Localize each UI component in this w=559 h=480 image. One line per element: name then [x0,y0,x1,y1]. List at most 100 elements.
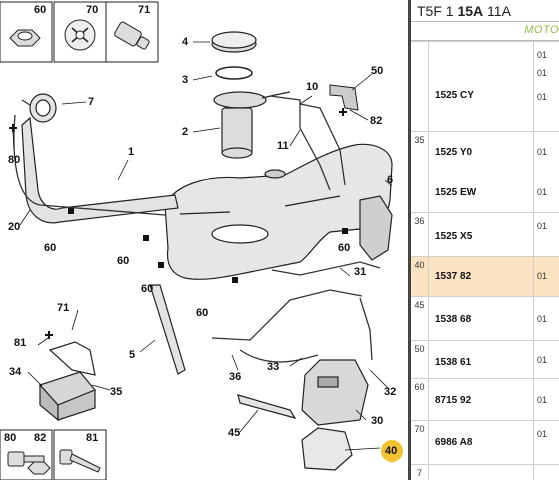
row-reference[interactable]: 6986 A8 [435,437,473,448]
subtitle-divider [411,40,559,41]
table-row[interactable]: 45 1538 68 01 [411,296,559,340]
row-qty: 01 [537,221,548,231]
strap-icon [149,284,186,375]
row-qty: 01 [537,355,548,365]
thumb-label-71: 71 [138,4,151,16]
callout-2: 2 [182,126,189,138]
column-separator [533,42,534,131]
control-module-icon [38,341,96,422]
column-separator [533,175,534,212]
thumbnail-panel-bottom [0,429,107,480]
row-reference[interactable]: 1525 Y0 [435,147,473,158]
plug-71-icon [114,21,150,50]
table-row[interactable]: 1525 CY 01 01 01 [411,41,559,131]
callout-30: 30 [371,415,384,427]
row-reference[interactable]: 1525 CY [435,90,474,101]
exploded-parts-diagram: 60 70 71 80 82 81 4 3 2 7 80 1 10 50 82 … [0,1,403,480]
callout-31: 31 [354,266,367,278]
clip-70-icon [64,19,96,51]
row-qty: 01 [537,314,548,324]
callout-3: 3 [182,74,189,86]
row-reference[interactable]: 1538 68 [435,314,472,325]
row-index [411,175,429,212]
row-qty: 01 [537,271,548,281]
column-separator [533,297,534,340]
row-reference[interactable]: 1537 82 [435,271,472,282]
callout-60-a: 60 [44,242,57,254]
leader-lines [12,41,393,451]
column-separator [533,257,534,296]
row-reference[interactable]: 8715 92 [435,395,472,406]
canister-icon [301,359,369,426]
row-index: 7 [411,465,429,480]
callout-4: 4 [182,36,189,48]
thumb-label-60: 60 [34,4,47,16]
title-divider [411,21,559,22]
bolt-80-icon [7,451,45,467]
thumb-label-70: 70 [86,4,99,16]
callout-34: 34 [9,366,22,378]
callout-11: 11 [277,140,289,152]
row-index: 40 [411,257,429,296]
callout-40: 40 [385,445,398,457]
title-prefix: T5F 1 [417,3,454,19]
thumbnail-panel-top [0,1,159,63]
row-index: 36 [411,213,429,256]
callout-6: 6 [387,174,394,186]
table-row[interactable]: 60 8715 92 01 [411,378,559,420]
callout-60-e: 60 [338,242,351,254]
row-qty: 01 [537,68,548,78]
row-qty: 01 [537,395,548,405]
row-reference[interactable]: 1538 61 [435,357,472,368]
callout-71: 71 [57,302,70,314]
column-separator [533,379,534,420]
row-index: 50 [411,341,429,378]
callout-80: 80 [8,154,21,166]
row-index: 60 [411,379,429,420]
callout-10: 10 [306,81,319,93]
diagram-drawing [0,1,403,480]
table-row[interactable]: 7 [411,464,559,480]
table-row[interactable]: 1525 EW 01 [411,175,559,212]
row-index: 45 [411,297,429,340]
thumb-label-82: 82 [34,432,47,444]
callout-1: 1 [128,146,135,158]
fastener-markers [9,108,347,339]
row-qty-top: 01 [537,50,548,60]
table-title: T5F 1 15A 11A [417,3,511,19]
heat-shield-icon [359,195,393,261]
callout-60-c: 60 [141,283,154,295]
title-bold: 15A [457,3,484,19]
row-qty: 01 [537,92,548,102]
row-reference[interactable]: 1525 X5 [435,231,473,242]
fuel-pump-icon [211,31,291,159]
table-subtitle: MOTO [524,24,559,36]
column-separator [533,341,534,378]
table-row[interactable]: 36 1525 X5 01 [411,212,559,256]
row-index [411,42,429,131]
pane-divider[interactable] [408,0,411,480]
row-index: 35 [411,132,429,175]
table-row-highlighted[interactable]: 40 1537 82 01 [411,256,559,296]
pipes-icon [13,95,381,363]
thumb-label-80: 80 [4,432,17,444]
callout-45: 45 [228,427,241,439]
row-reference[interactable]: 1525 EW [435,187,477,198]
row-qty: 01 [537,429,548,439]
clip-markers [68,208,348,283]
row-index: 70 [411,421,429,464]
column-separator [533,213,534,256]
nut-82-icon [27,461,51,475]
row-qty: 01 [537,187,548,197]
highlight-callout-40 [381,440,403,462]
screw-81-icon [59,449,101,473]
bracket-icon [237,394,297,419]
table-row[interactable]: 50 1538 61 01 [411,340,559,378]
row-qty: 01 [537,147,548,157]
callout-33: 33 [267,361,280,373]
table-row[interactable]: 70 6986 A8 01 [411,420,559,464]
table-row[interactable]: 35 1525 Y0 01 [411,131,559,175]
column-separator [533,132,534,175]
callout-7: 7 [88,96,95,108]
callout-35: 35 [110,386,123,398]
